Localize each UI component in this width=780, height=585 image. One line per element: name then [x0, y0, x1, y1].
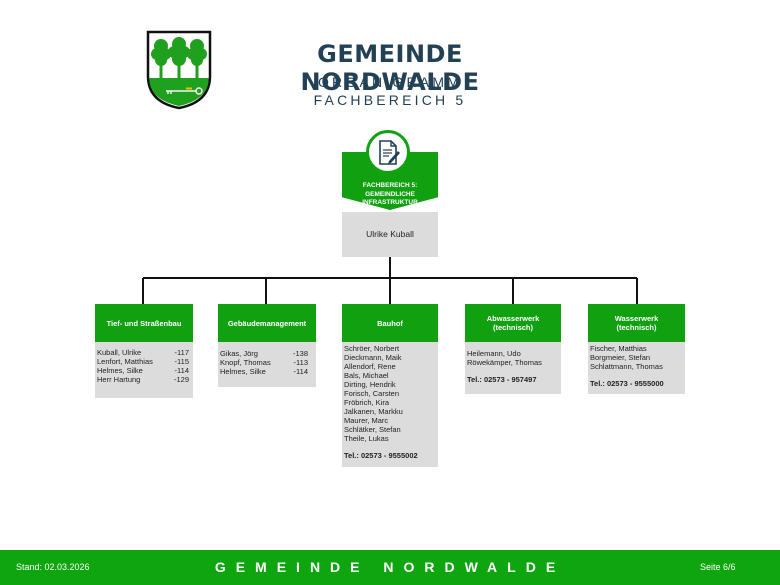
page-subtitle-department: FACHBEREICH 5: [313, 92, 467, 108]
footer-date: Stand: 02.03.2026: [16, 562, 90, 572]
head-node-person: Ulrike Kuball: [366, 229, 414, 239]
staff-name: Dirting, Hendrik: [344, 380, 396, 389]
head-node-badge: [366, 130, 410, 174]
dept-header-wasserwerk: Wasserwerk (technisch): [588, 304, 685, 342]
document-edit-icon: [379, 140, 400, 165]
staff-name: Borgmeier, Stefan: [590, 353, 651, 362]
dept-header-tiefbau: Tief- und Straßenbau: [95, 304, 193, 342]
staff-name: Schlattmann, Thomas: [590, 362, 663, 371]
staff-name: Theile, Lukas: [344, 434, 389, 443]
staff-row: Herr Hartung-129: [97, 375, 189, 384]
dept-phone: Tel.: 02573 - 957497: [467, 375, 537, 384]
head-node-person-box: Ulrike Kuball: [342, 212, 438, 257]
dept-body-wasserwerk: Fischer, Matthias Borgmeier, Stefan Schl…: [588, 342, 685, 394]
dept-body-bauhof: Schröer, Norbert Dieckmann, Maik Allendo…: [342, 342, 438, 467]
dept-header-abwasserwerk: Abwasserwerk (technisch): [465, 304, 561, 342]
staff-name: Heilemann, Udo: [467, 349, 521, 358]
footer-page-number: Seite 6/6: [700, 562, 736, 572]
staff-name: Fröbrich, Kira: [344, 398, 390, 407]
staff-name: Schlätker, Stefan: [344, 425, 401, 434]
dept-phone: Tel.: 02573 - 9555002: [344, 451, 418, 460]
staff-name: Fischer, Matthias: [590, 344, 647, 353]
page-title: GEMEINDE NORDWALDE: [300, 40, 480, 96]
staff-name: Bals, Michael: [344, 371, 389, 380]
dept-header-bauhof: Bauhof: [342, 304, 438, 342]
footer-title: GEMEINDE NORDWALDE: [214, 559, 566, 575]
staff-row: Helmes, Silke-114: [97, 366, 189, 375]
dept-header-gebaeudemanagement: Gebäudemanagement: [218, 304, 316, 342]
page-subtitle: ORGANIGRAMM: [317, 74, 463, 90]
coat-of-arms-icon: [146, 30, 212, 110]
staff-row: Kuball, Ulrike-117: [97, 348, 189, 357]
staff-row: Helmes, Silke-114: [220, 367, 308, 376]
staff-name: Allendorf, Rene: [344, 362, 396, 371]
dept-body-tiefbau: Kuball, Ulrike-117 Lenfort, Matthias-115…: [95, 342, 193, 398]
head-node-title: FACHBEREICH 5: GEMEINDLICHE INFRASTRUKTU…: [362, 182, 418, 206]
dept-body-gebaeudemanagement: Gikas, Jörg-138 Knopf, Thomas-113 Helmes…: [218, 342, 316, 387]
dept-phone: Tel.: 02573 - 9555000: [590, 379, 664, 388]
staff-name: Forisch, Carsten: [344, 389, 400, 398]
staff-row: Knopf, Thomas-113: [220, 358, 308, 367]
staff-name: Maurer, Marc: [344, 416, 389, 425]
staff-row: Lenfort, Matthias-115: [97, 357, 189, 366]
footer-bar: Stand: 02.03.2026 GEMEINDE NORDWALDE Sei…: [0, 550, 780, 585]
staff-name: Jalkanen, Markku: [344, 407, 403, 416]
staff-name: Schröer, Norbert: [344, 344, 400, 353]
staff-name: Dieckmann, Maik: [344, 353, 402, 362]
dept-body-abwasserwerk: Heilemann, Udo Röwekämper, Thomas Tel.: …: [465, 342, 561, 394]
staff-row: Gikas, Jörg-138: [220, 349, 308, 358]
staff-name: Röwekämper, Thomas: [467, 358, 542, 367]
